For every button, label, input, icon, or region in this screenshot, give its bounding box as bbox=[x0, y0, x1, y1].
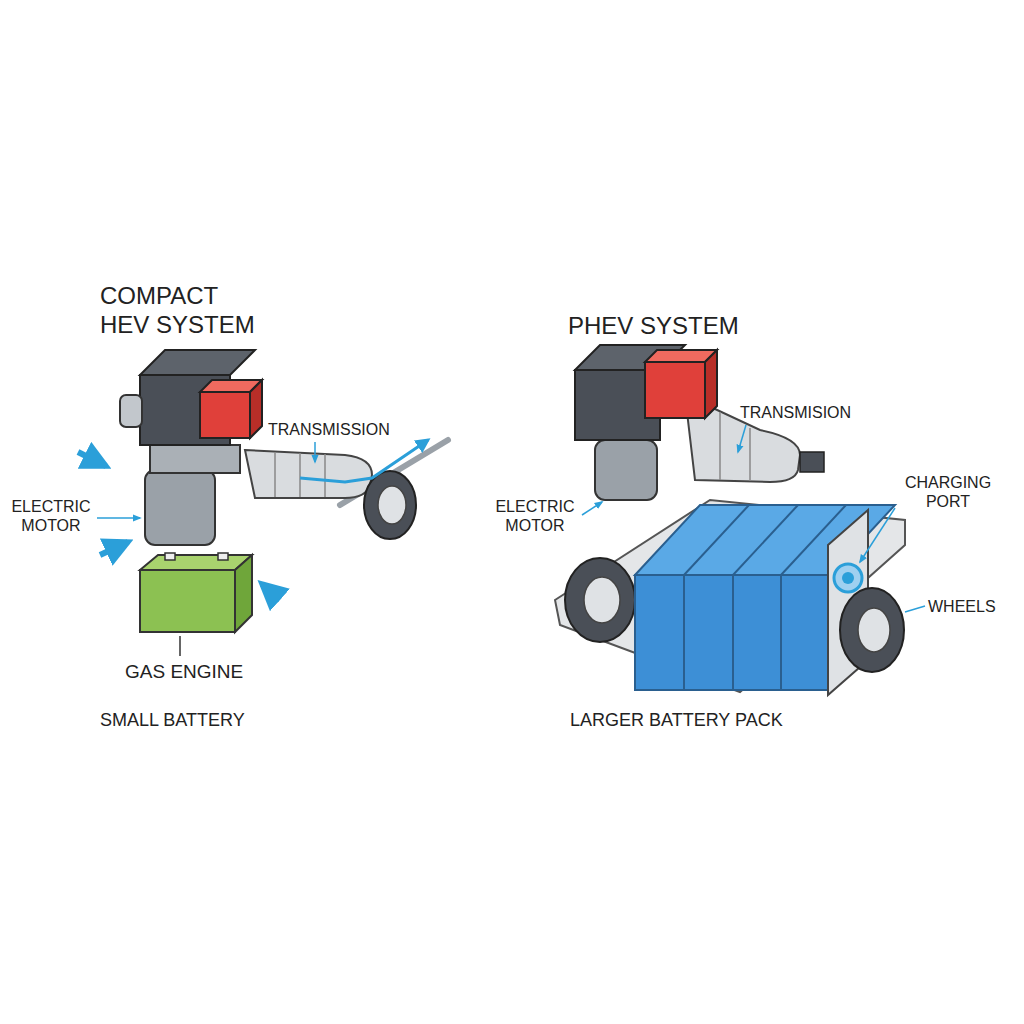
part-label: CHARGING PORT bbox=[898, 473, 998, 511]
battery-cell-line bbox=[780, 575, 782, 690]
engine-red-box bbox=[645, 362, 705, 418]
charging-port-core bbox=[842, 572, 854, 584]
battery-cell-line bbox=[732, 575, 734, 690]
leader-line bbox=[860, 508, 895, 562]
engine-cap bbox=[120, 395, 142, 427]
drive-shaft bbox=[800, 452, 824, 472]
transmission-rib bbox=[719, 412, 721, 480]
transmission-rib bbox=[324, 454, 326, 497]
transmission-rib bbox=[274, 452, 276, 497]
wheel bbox=[364, 471, 416, 539]
part-label: ELECTRIC MOTOR bbox=[492, 497, 578, 535]
flow-arrow bbox=[262, 584, 280, 600]
flow-arrow bbox=[78, 452, 106, 466]
phev-illustration bbox=[555, 345, 925, 695]
caption-label: LARGER BATTERY PACK bbox=[570, 710, 783, 732]
leader-line bbox=[738, 425, 746, 452]
battery-cell-line bbox=[733, 505, 798, 575]
battery-terminal bbox=[218, 553, 228, 560]
engine-red-box bbox=[200, 392, 250, 438]
part-label: ELECTRIC MOTOR bbox=[8, 497, 94, 535]
leader-line bbox=[314, 442, 316, 462]
electric-motor bbox=[145, 470, 215, 545]
part-label: TRANSMISSION bbox=[268, 420, 390, 439]
wheel-hub bbox=[584, 577, 620, 623]
engine-red-side bbox=[705, 350, 717, 418]
part-label: TRANSMISION bbox=[740, 403, 851, 422]
leader-line bbox=[905, 606, 925, 612]
engine-red-side bbox=[250, 380, 262, 438]
wheel bbox=[840, 588, 904, 672]
electric-motor bbox=[595, 440, 657, 500]
battery-side bbox=[235, 555, 252, 632]
leader-line bbox=[179, 636, 181, 656]
transmission-rib bbox=[299, 453, 301, 497]
part-label: GAS ENGINE bbox=[125, 661, 243, 684]
transmission-rib bbox=[749, 428, 751, 481]
charging-port bbox=[834, 564, 862, 592]
battery-cell-line bbox=[684, 505, 749, 575]
section-heading: PHEV SYSTEM bbox=[568, 312, 739, 341]
larger-battery-pack bbox=[635, 575, 830, 690]
power-flow bbox=[300, 440, 428, 482]
caption-label: SMALL BATTERY bbox=[100, 710, 245, 732]
engine-base bbox=[150, 445, 240, 473]
flow-arrow bbox=[100, 542, 128, 555]
hev-illustration bbox=[78, 350, 448, 656]
battery-terminal bbox=[165, 553, 175, 560]
section-heading: COMPACT HEV SYSTEM bbox=[100, 282, 270, 340]
battery-top bbox=[140, 555, 252, 570]
battery-cell-line bbox=[683, 575, 685, 690]
leader-line bbox=[582, 502, 602, 515]
small-battery bbox=[140, 570, 235, 632]
leader-line bbox=[97, 517, 140, 519]
wheel-hub bbox=[858, 608, 890, 652]
transmission-body bbox=[245, 450, 372, 498]
engine-top bbox=[140, 350, 255, 375]
wheel-hub bbox=[378, 486, 406, 524]
wheel bbox=[565, 558, 635, 642]
part-label: WHEELS bbox=[928, 597, 996, 616]
